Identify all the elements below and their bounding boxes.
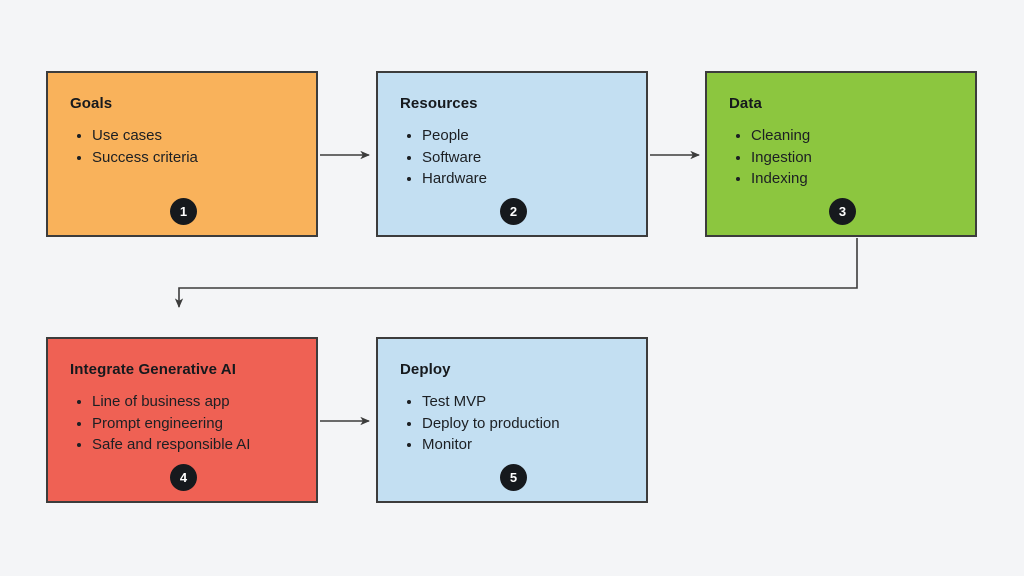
node-badge-deploy: 5	[500, 464, 527, 491]
list-item: Use cases	[92, 125, 198, 147]
node-resources[interactable]: Resources People Software Hardware 2	[376, 71, 648, 237]
list-item: Test MVP	[422, 391, 560, 413]
node-badge-data: 3	[829, 198, 856, 225]
node-integrate-generative-ai[interactable]: Integrate Generative AI Line of business…	[46, 337, 318, 503]
node-list-goals: Use cases Success criteria	[70, 125, 198, 168]
list-item: Monitor	[422, 434, 560, 456]
list-item: Ingestion	[751, 147, 812, 169]
list-item: Success criteria	[92, 147, 198, 169]
node-list-integrate-generative-ai: Line of business app Prompt engineering …	[70, 391, 250, 456]
list-item: Hardware	[422, 168, 487, 190]
node-list-deploy: Test MVP Deploy to production Monitor	[400, 391, 560, 456]
list-item: Cleaning	[751, 125, 812, 147]
list-item: Line of business app	[92, 391, 250, 413]
list-item: Safe and responsible AI	[92, 434, 250, 456]
list-item: Software	[422, 147, 487, 169]
node-title-goals: Goals	[70, 95, 113, 112]
node-badge-goals: 1	[170, 198, 197, 225]
node-badge-integrate-generative-ai: 4	[170, 464, 197, 491]
list-item: Deploy to production	[422, 413, 560, 435]
node-title-integrate-generative-ai: Integrate Generative AI	[70, 361, 236, 378]
node-goals[interactable]: Goals Use cases Success criteria 1	[46, 71, 318, 237]
node-title-resources: Resources	[400, 95, 478, 112]
node-list-data: Cleaning Ingestion Indexing	[729, 125, 812, 190]
list-item: Prompt engineering	[92, 413, 250, 435]
list-item: People	[422, 125, 487, 147]
list-item: Indexing	[751, 168, 812, 190]
connector-data-to-integrate-generative-ai	[174, 238, 858, 308]
node-badge-resources: 2	[500, 198, 527, 225]
node-deploy[interactable]: Deploy Test MVP Deploy to production Mon…	[376, 337, 648, 503]
node-title-deploy: Deploy	[400, 361, 451, 378]
node-list-resources: People Software Hardware	[400, 125, 487, 190]
node-data[interactable]: Data Cleaning Ingestion Indexing 3	[705, 71, 977, 237]
node-title-data: Data	[729, 95, 762, 112]
